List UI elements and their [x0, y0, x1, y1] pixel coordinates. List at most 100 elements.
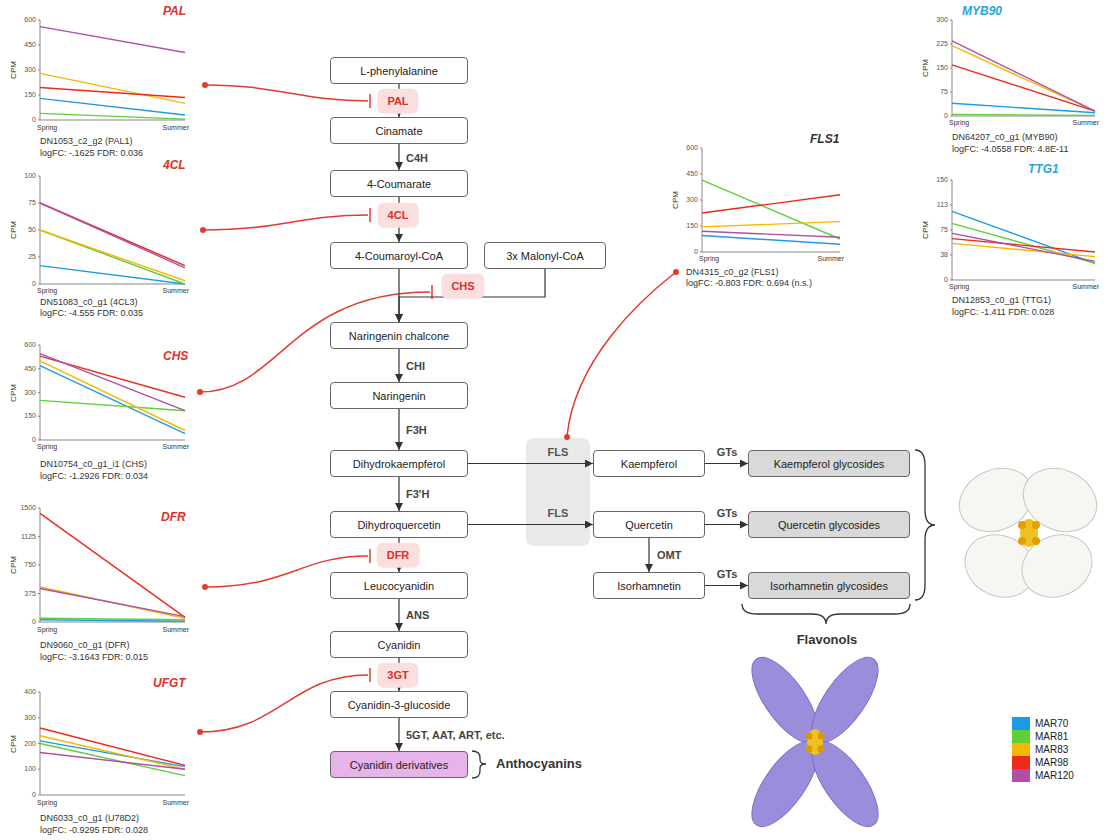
- x-axis: [702, 252, 840, 253]
- leader-line: [567, 272, 676, 436]
- axis-category: Spring: [37, 626, 57, 634]
- enzyme-label: GTs: [717, 568, 738, 581]
- series-line: [40, 230, 185, 281]
- box-text: Naringenin chalcone: [349, 330, 449, 342]
- gene-id: DN12853_c0_g1 (TTG1): [952, 295, 1051, 305]
- chart-title: 4CL: [163, 159, 186, 173]
- enzyme-label: PAL: [377, 89, 418, 114]
- pathway-box: Cyanidin: [330, 631, 468, 658]
- chart-title: TTG1: [1028, 163, 1059, 177]
- tick-mark: [38, 70, 40, 71]
- enzyme-label: GTs: [717, 446, 738, 459]
- series-line: [40, 361, 185, 431]
- legend-label: MAR81: [1035, 731, 1068, 743]
- tick-label: 38: [940, 251, 948, 259]
- x-axis: [40, 284, 185, 285]
- tick-label: 200: [24, 739, 36, 747]
- connector: [705, 524, 748, 525]
- axis-category: Spring: [949, 283, 969, 291]
- pathway-box: Isorhamnetin: [593, 572, 705, 599]
- tick-label: 300: [24, 66, 36, 74]
- series-line: [952, 114, 1095, 116]
- tick-mark: [700, 226, 702, 227]
- tick-label: 1125: [21, 532, 36, 540]
- pathway-box: 3x Malonyl-CoA: [484, 242, 606, 269]
- tick-label: 400: [24, 688, 36, 696]
- series-line: [952, 223, 1095, 263]
- chart-title: UFGT: [153, 677, 186, 691]
- pathway-box: L-phenylalanine: [330, 57, 468, 84]
- tick-label: 0: [32, 280, 36, 288]
- inhibit-bar: [369, 668, 371, 682]
- line-chart: [38, 20, 185, 120]
- line-chart: [38, 345, 185, 440]
- tick-mark: [950, 68, 952, 69]
- stamen: [806, 733, 813, 740]
- axis-title: CPM: [9, 556, 18, 574]
- legend-swatch: [1012, 730, 1030, 743]
- tick-mark: [38, 20, 40, 21]
- axis-category: Spring: [37, 443, 57, 451]
- axis-title: CPM: [9, 221, 18, 239]
- line-chart: [38, 176, 185, 284]
- tick-label: 150: [936, 176, 948, 184]
- inhibit-bar: [369, 549, 371, 563]
- tick-label: 0: [944, 112, 948, 120]
- tick-label: 300: [936, 16, 948, 24]
- pathway-box: Cinamate: [330, 117, 468, 144]
- leader-dot: [197, 729, 203, 735]
- stamen: [1018, 521, 1026, 529]
- tick-mark: [38, 230, 40, 231]
- series-line: [40, 741, 185, 767]
- pathway-box: Naringenin chalcone: [330, 322, 468, 349]
- connector: [705, 585, 748, 586]
- pathway-box: Dihydrokaempferol: [330, 450, 468, 477]
- x-axis: [40, 795, 185, 796]
- tick-mark: [38, 45, 40, 46]
- connector: [398, 477, 399, 511]
- connector: [468, 524, 593, 525]
- pathway-box: Kaempferol glycosides: [748, 450, 910, 477]
- tick-label: 600: [686, 144, 698, 152]
- statistics: logFC: -.1625 FDR: 0.036: [40, 148, 143, 158]
- box-text: Kaempferol: [621, 458, 677, 470]
- legend-label: MAR70: [1035, 718, 1068, 730]
- chart-title: FLS1: [810, 133, 839, 147]
- series-line: [40, 88, 185, 98]
- legend-swatch: [1012, 717, 1030, 730]
- tick-label: 0: [32, 116, 36, 124]
- stamen: [1032, 537, 1040, 545]
- tick-label: 600: [24, 341, 36, 349]
- tick-mark: [38, 440, 40, 441]
- enzyme-label: 3GT: [377, 663, 418, 688]
- axis-category: Summer: [163, 626, 189, 634]
- tick-mark: [950, 230, 952, 231]
- enzyme-label: CHS: [441, 274, 484, 299]
- tick-mark: [950, 116, 952, 117]
- tick-mark: [950, 205, 952, 206]
- connector: [398, 599, 399, 631]
- enzyme-label: FLS: [548, 446, 569, 459]
- series-line: [952, 239, 1095, 252]
- enzyme-label: 4CL: [378, 203, 419, 228]
- tick-mark: [950, 180, 952, 181]
- tick-label: 113: [937, 201, 948, 209]
- stamen: [1032, 521, 1040, 529]
- box-text: Leucocyanidin: [364, 580, 434, 592]
- enzyme-label: F3H: [406, 424, 427, 437]
- stamen: [818, 746, 825, 753]
- enzyme-label: FLS: [548, 507, 569, 520]
- pathway-box: Naringenin: [330, 382, 468, 409]
- chart-title: MYB90: [962, 5, 1002, 19]
- tick-mark: [38, 508, 40, 509]
- tick-label: 150: [24, 412, 36, 420]
- axis-category: Summer: [1073, 283, 1099, 291]
- leader-dot: [202, 82, 208, 88]
- pathway-box: Leucocyanidin: [330, 572, 468, 599]
- axis-category: Summer: [163, 287, 189, 295]
- tick-mark: [950, 255, 952, 256]
- tick-label: 300: [686, 196, 698, 204]
- legend-swatch: [1012, 769, 1030, 782]
- pathway-box: Kaempferol: [593, 450, 705, 477]
- purple-flower: [740, 648, 890, 837]
